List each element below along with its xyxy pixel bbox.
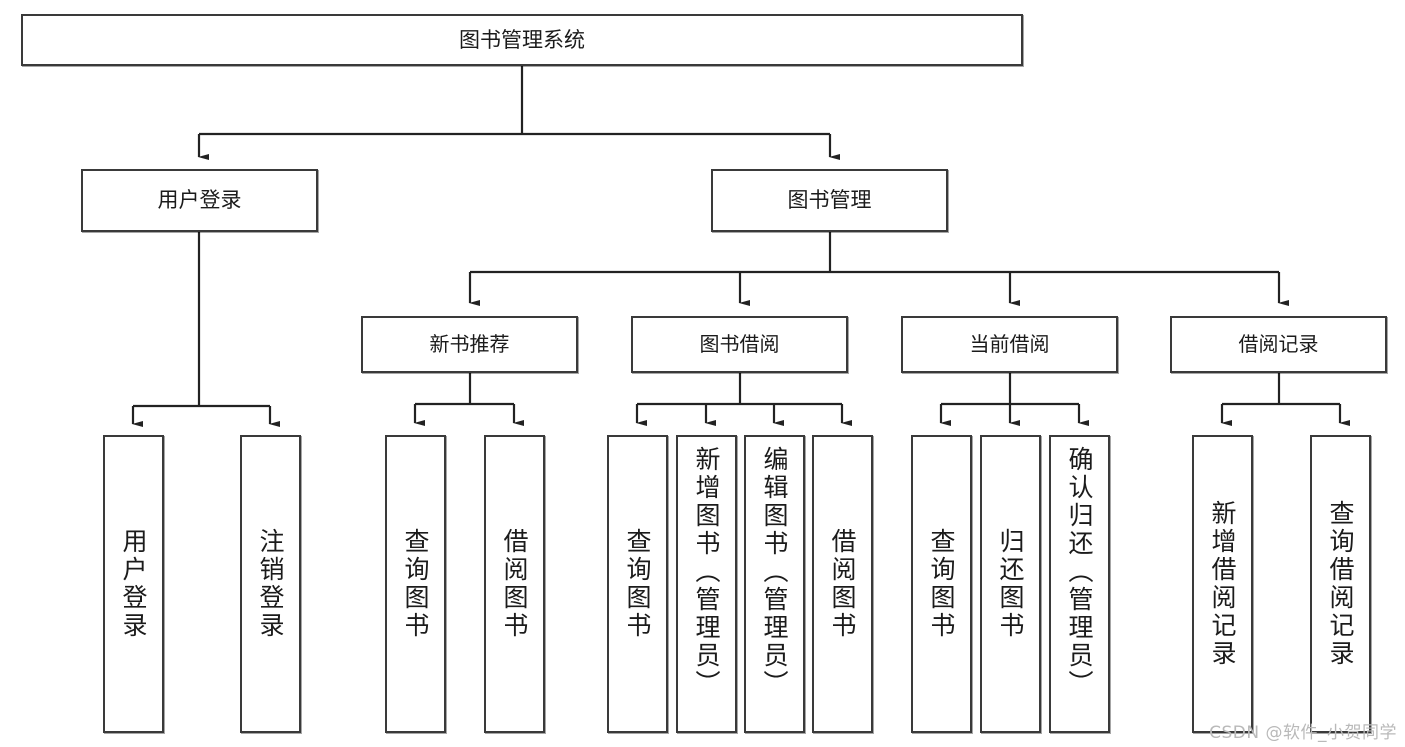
- leaf-borrow-record-query[interactable]: 查询借阅记录: [1310, 435, 1371, 733]
- node-user-login[interactable]: 用户登录: [81, 169, 318, 232]
- node-current-borrow[interactable]: 当前借阅: [901, 316, 1118, 373]
- node-user-login-label: 用户登录: [157, 188, 242, 213]
- leaf-user-login-login[interactable]: 用户登录: [103, 435, 164, 733]
- leaf-user-login-logout[interactable]: 注销登录: [240, 435, 301, 733]
- leaf-user-login-logout-label: 注销登录: [256, 528, 285, 640]
- node-root[interactable]: 图书管理系统: [21, 14, 1023, 66]
- node-book-management[interactable]: 图书管理: [711, 169, 948, 232]
- node-book-borrow[interactable]: 图书借阅: [631, 316, 848, 373]
- leaf-current-borrow-query-label: 查询图书: [927, 528, 956, 640]
- leaf-borrow-record-query-label: 查询借阅记录: [1326, 500, 1355, 668]
- leaf-current-borrow-confirm-label: 确认归还（管理员）: [1065, 446, 1094, 698]
- leaf-user-login-login-label: 用户登录: [119, 528, 148, 640]
- node-borrow-record-label: 借阅记录: [1238, 332, 1319, 356]
- leaf-book-borrow-query-label: 查询图书: [623, 528, 652, 640]
- leaf-book-borrow-add[interactable]: 新增图书（管理员）: [676, 435, 737, 733]
- leaf-borrow-record-add-label: 新增借阅记录: [1208, 500, 1237, 668]
- leaf-book-borrow-borrow[interactable]: 借阅图书: [812, 435, 873, 733]
- leaf-new-book-query[interactable]: 查询图书: [385, 435, 446, 733]
- leaf-book-borrow-edit-label: 编辑图书（管理员）: [760, 446, 789, 698]
- node-current-borrow-label: 当前借阅: [969, 332, 1050, 356]
- node-root-label: 图书管理系统: [459, 27, 585, 52]
- leaf-book-borrow-edit[interactable]: 编辑图书（管理员）: [744, 435, 805, 733]
- leaf-new-book-query-label: 查询图书: [401, 528, 430, 640]
- leaf-new-book-borrow-label: 借阅图书: [500, 528, 529, 640]
- leaf-book-borrow-add-label: 新增图书（管理员）: [692, 446, 721, 698]
- node-borrow-record[interactable]: 借阅记录: [1170, 316, 1387, 373]
- leaf-current-borrow-confirm[interactable]: 确认归还（管理员）: [1049, 435, 1110, 733]
- leaf-borrow-record-add[interactable]: 新增借阅记录: [1192, 435, 1253, 733]
- node-book-borrow-label: 图书借阅: [699, 332, 780, 356]
- leaf-book-borrow-borrow-label: 借阅图书: [828, 528, 857, 640]
- leaf-book-borrow-query[interactable]: 查询图书: [607, 435, 668, 733]
- node-new-book-recommend-label: 新书推荐: [429, 332, 510, 356]
- leaf-current-borrow-query[interactable]: 查询图书: [911, 435, 972, 733]
- leaf-new-book-borrow[interactable]: 借阅图书: [484, 435, 545, 733]
- node-new-book-recommend[interactable]: 新书推荐: [361, 316, 578, 373]
- csdn-watermark: CSDN @软件_小贺同学: [1209, 723, 1397, 743]
- leaf-current-borrow-return[interactable]: 归还图书: [980, 435, 1041, 733]
- leaf-current-borrow-return-label: 归还图书: [996, 528, 1025, 640]
- node-book-management-label: 图书管理: [787, 188, 872, 213]
